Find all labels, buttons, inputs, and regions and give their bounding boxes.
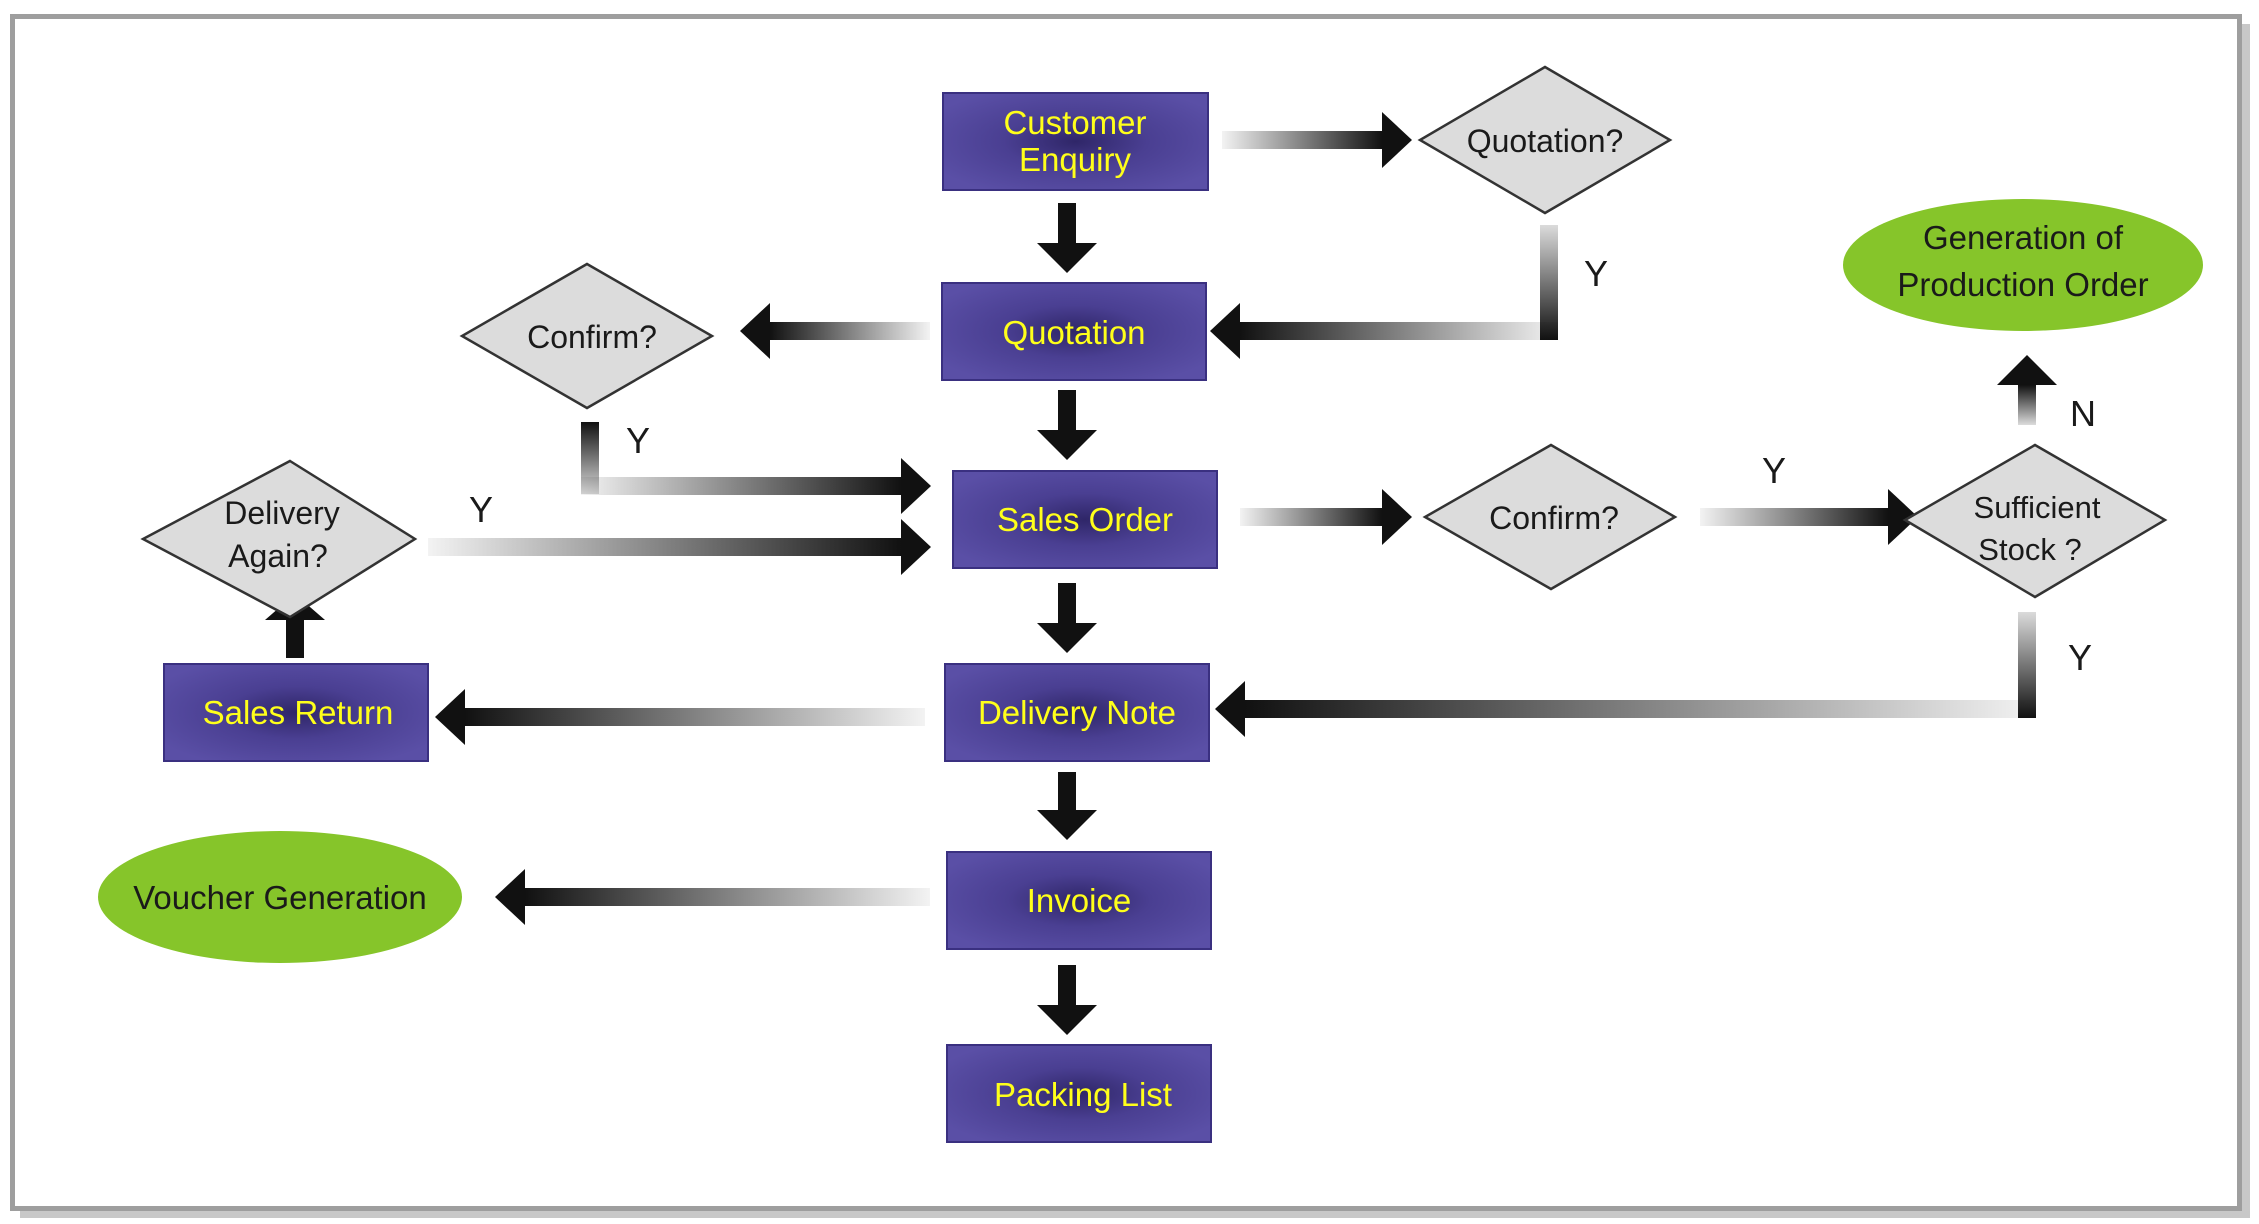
arrow-sales-order-to-confirm-right [1240, 489, 1412, 545]
terminal-nodes: Generation of Production Order Voucher G… [98, 199, 2203, 963]
edge-label-stock-no: N [2070, 393, 2096, 434]
arrow-quotation-to-sales-order [1037, 390, 1097, 460]
sales-order-box: Sales Order [952, 470, 1218, 569]
voucher-generation-terminal: Voucher Generation [98, 831, 462, 963]
edge-labels: Y Y Y Y N Y [469, 253, 2096, 678]
delivery-again-decision: Delivery Again? [140, 459, 418, 619]
delivery-again-label-line2: Again? [228, 538, 328, 574]
sales-return-label: Sales Return [203, 694, 394, 731]
arrow-invoice-to-packing-list [1037, 965, 1097, 1035]
decision-nodes: Quotation? Confirm? Delivery Again? Conf… [140, 65, 2168, 619]
arrow-invoice-to-voucher [495, 869, 930, 925]
arrow-sales-order-to-delivery-note [1037, 583, 1097, 653]
confirm-decision-left: Confirm? [459, 262, 715, 410]
edge-label-delivery-again-yes: Y [469, 489, 493, 530]
packing-list-label: Packing List [994, 1076, 1172, 1113]
sales-return-box: Sales Return [163, 663, 429, 762]
delivery-note-box: Delivery Note [944, 663, 1210, 762]
quotation-decision-label: Quotation? [1467, 123, 1624, 159]
customer-enquiry-box: Customer Enquiry [942, 92, 1209, 191]
quotation-decision: Quotation? [1417, 65, 1673, 215]
voucher-generation-label: Voucher Generation [133, 879, 427, 916]
sufficient-stock-label-line2: Stock ? [1978, 532, 2081, 567]
customer-enquiry-label-line1: Customer [1003, 104, 1146, 141]
arrow-enquiry-to-quotation [1037, 203, 1097, 273]
arrow-enquiry-to-quotation-q [1222, 112, 1412, 168]
production-order-label-line2: Production Order [1897, 266, 2148, 303]
arrow-quotation-q-to-quotation [1210, 225, 1558, 359]
edge-label-confirm-right-yes: Y [1762, 450, 1786, 491]
confirm-decision-right: Confirm? [1422, 443, 1678, 591]
production-order-terminal: Generation of Production Order [1843, 199, 2203, 331]
edge-label-stock-yes: Y [2068, 637, 2092, 678]
frame-shadow [2242, 24, 2250, 1216]
sufficient-stock-label-line1: Sufficient [1974, 490, 2101, 525]
customer-enquiry-label-line2: Enquiry [1019, 141, 1131, 178]
diagram-frame [10, 14, 2242, 1211]
arrow-confirm-left-to-sales-order [581, 422, 931, 514]
connectors [265, 112, 2057, 1035]
arrow-stock-to-delivery-note [1215, 612, 2036, 737]
edge-label-confirm-left-yes: Y [626, 420, 650, 461]
arrow-delivery-note-to-sales-return [435, 689, 925, 745]
sales-order-label: Sales Order [997, 501, 1173, 538]
invoice-label: Invoice [1027, 882, 1132, 919]
quotation-label: Quotation [1002, 314, 1145, 351]
frame-shadow [20, 1211, 2250, 1218]
arrow-delivery-note-to-invoice [1037, 772, 1097, 840]
arrow-delivery-again-to-sales-order [428, 519, 931, 575]
invoice-box: Invoice [946, 851, 1212, 950]
process-nodes: Customer Enquiry Quotation Sales Order D… [163, 92, 1218, 1143]
confirm-decision-right-label: Confirm? [1489, 500, 1619, 536]
quotation-box: Quotation [941, 282, 1207, 381]
arrow-confirm-right-to-stock [1700, 489, 1918, 545]
edge-label-quotation-yes: Y [1584, 253, 1608, 294]
production-order-label-line1: Generation of [1923, 219, 2124, 256]
confirm-decision-left-label: Confirm? [527, 319, 657, 355]
arrow-stock-to-production [1997, 355, 2057, 425]
arrow-quotation-to-confirm-left [740, 303, 930, 359]
delivery-again-label-line1: Delivery [224, 495, 340, 531]
sufficient-stock-decision: Sufficient Stock ? [1902, 443, 2168, 599]
packing-list-box: Packing List [946, 1044, 1212, 1143]
delivery-note-label: Delivery Note [978, 694, 1176, 731]
